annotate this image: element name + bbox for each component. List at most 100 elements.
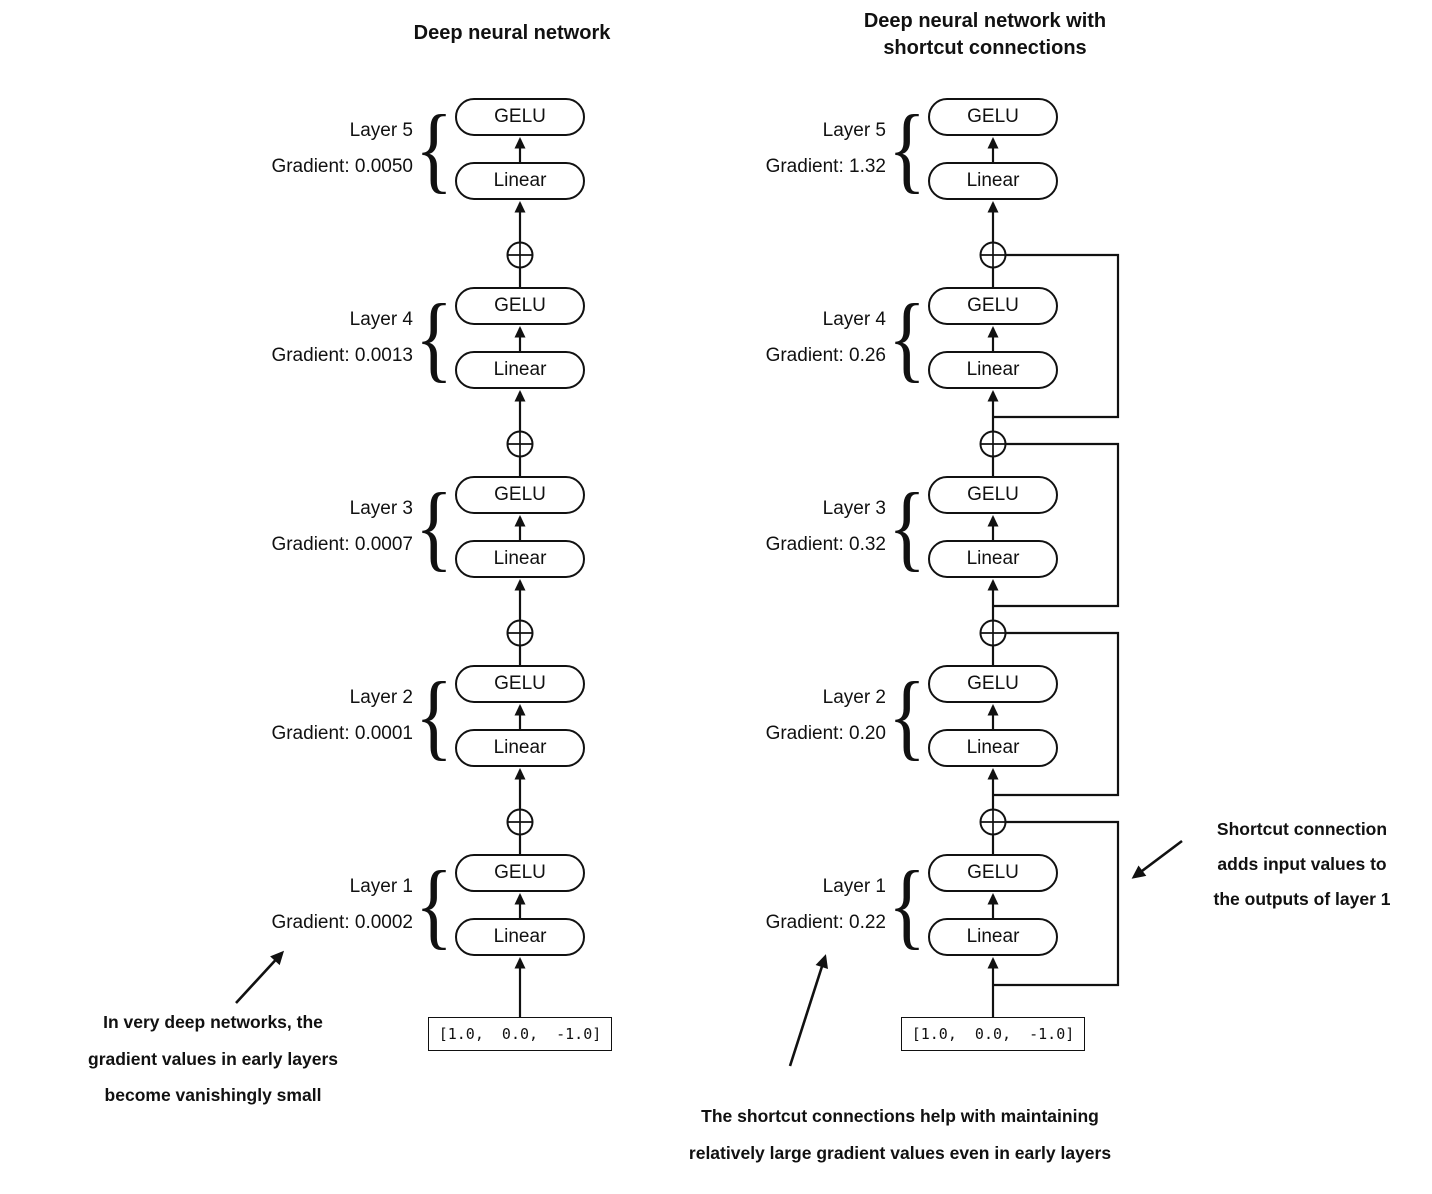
- gelu-box: GELU: [928, 98, 1058, 136]
- right-network-title-line2: shortcut connections: [883, 37, 1087, 59]
- layer-boxes: GELU Linear: [455, 665, 585, 767]
- gradient-label: Gradient: 0.32: [765, 534, 886, 555]
- note-line: relatively large gradient values even in…: [688, 1143, 1112, 1163]
- linear-box: Linear: [455, 729, 585, 767]
- layer-label: Layer 4 Gradient: 0.26: [706, 287, 886, 389]
- layer-boxes: GELU Linear: [928, 98, 1058, 200]
- add-node-icon: [506, 619, 534, 647]
- add-node-icon: [979, 619, 1007, 647]
- shortcut-wire-layer2: [993, 631, 1120, 797]
- layer-name-label: Layer 5: [822, 120, 886, 141]
- layer-boxes: GELU Linear: [455, 98, 585, 200]
- brace-icon: {: [888, 851, 926, 958]
- note-line: adds input values to: [1217, 854, 1387, 874]
- annotation-arrows: [235, 839, 1183, 1067]
- note-line: Shortcut connection: [1216, 819, 1388, 839]
- right-layer-3-group: Layer 3 Gradient: 0.32 { GELU Linear: [706, 476, 1058, 578]
- add-node-icon: [979, 241, 1007, 269]
- linear-box: Linear: [455, 351, 585, 389]
- gradient-label: Gradient: 1.32: [765, 156, 886, 177]
- layer-label: Layer 4 Gradient: 0.0013: [233, 287, 413, 389]
- note-line: the outputs of layer 1: [1213, 889, 1391, 909]
- layer-boxes: GELU Linear: [928, 476, 1058, 578]
- add-node-icon: [506, 430, 534, 458]
- brace-icon: {: [888, 95, 926, 202]
- layer-name-label: Layer 3: [349, 498, 413, 519]
- right-layer-2-group: Layer 2 Gradient: 0.20 { GELU Linear: [706, 665, 1058, 767]
- gelu-box: GELU: [455, 287, 585, 325]
- linear-box: Linear: [455, 918, 585, 956]
- layer-boxes: GELU Linear: [928, 287, 1058, 389]
- layer-name-label: Layer 4: [822, 309, 886, 330]
- layer-label: Layer 3 Gradient: 0.32: [706, 476, 886, 578]
- left-input-vector: [1.0, 0.0, -1.0]: [428, 1017, 612, 1051]
- add-nodes: [506, 241, 1007, 836]
- layer-label: Layer 3 Gradient: 0.0007: [233, 476, 413, 578]
- brace-icon: {: [888, 662, 926, 769]
- layer-label: Layer 1 Gradient: 0.22: [706, 854, 886, 956]
- left-layer-3-group: Layer 3 Gradient: 0.0007 { GELU Linear: [233, 476, 585, 578]
- right-network-title-line1: Deep neural network with: [863, 10, 1107, 32]
- linear-box: Linear: [928, 729, 1058, 767]
- linear-box: Linear: [928, 918, 1058, 956]
- gelu-box: GELU: [928, 287, 1058, 325]
- layer-label: Layer 1 Gradient: 0.0002: [233, 854, 413, 956]
- shortcut-connections: [993, 253, 1120, 987]
- layer-name-label: Layer 1: [822, 876, 886, 897]
- brace-icon: {: [888, 473, 926, 580]
- brace-icon: {: [415, 95, 453, 202]
- note-line: gradient values in early layers: [88, 1048, 338, 1069]
- gradient-label: Gradient: 0.26: [765, 345, 886, 366]
- gelu-box: GELU: [455, 665, 585, 703]
- gelu-box: GELU: [928, 854, 1058, 892]
- linear-box: Linear: [928, 351, 1058, 389]
- right-layer-5-group: Layer 5 Gradient: 1.32 { GELU Linear: [706, 98, 1058, 200]
- add-node-icon: [506, 808, 534, 836]
- right-layer-4-group: Layer 4 Gradient: 0.26 { GELU Linear: [706, 287, 1058, 389]
- shortcut-explainer-note: Shortcut connection adds input values to…: [1190, 812, 1414, 917]
- right-input-vector: [1.0, 0.0, -1.0]: [901, 1017, 1085, 1051]
- gelu-box: GELU: [455, 98, 585, 136]
- brace-icon: {: [888, 284, 926, 391]
- layer-name-label: Layer 4: [349, 309, 413, 330]
- right-layer-1-group: Layer 1 Gradient: 0.22 { GELU Linear: [706, 854, 1058, 956]
- layer-label: Layer 5 Gradient: 0.0050: [233, 98, 413, 200]
- gradient-label: Gradient: 0.22: [765, 912, 886, 933]
- layer-boxes: GELU Linear: [455, 854, 585, 956]
- gradient-label: Gradient: 0.0013: [271, 345, 413, 366]
- layer-label: Layer 5 Gradient: 1.32: [706, 98, 886, 200]
- linear-box: Linear: [928, 162, 1058, 200]
- note-arrow-side: [1131, 839, 1183, 879]
- brace-icon: {: [415, 662, 453, 769]
- shortcut-wire-layer1: [993, 820, 1120, 987]
- layer-name-label: Layer 2: [349, 687, 413, 708]
- left-layer-2-group: Layer 2 Gradient: 0.0001 { GELU Linear: [233, 665, 585, 767]
- brace-icon: {: [415, 284, 453, 391]
- note-arrow-bottom: [788, 954, 828, 1067]
- note-line: become vanishingly small: [104, 1085, 322, 1105]
- gradient-label: Gradient: 0.0001: [271, 723, 413, 744]
- layer-boxes: GELU Linear: [455, 287, 585, 389]
- left-layer-5-group: Layer 5 Gradient: 0.0050 { GELU Linear: [233, 98, 585, 200]
- layer-name-label: Layer 1: [349, 876, 413, 897]
- gelu-box: GELU: [455, 476, 585, 514]
- layer-name-label: Layer 5: [349, 120, 413, 141]
- linear-box: Linear: [455, 162, 585, 200]
- brace-icon: {: [415, 473, 453, 580]
- vanishing-gradient-note: In very deep networks, the gradient valu…: [53, 1004, 373, 1114]
- left-layer-4-group: Layer 4 Gradient: 0.0013 { GELU Linear: [233, 287, 585, 389]
- add-node-icon: [506, 241, 534, 269]
- gelu-box: GELU: [928, 476, 1058, 514]
- linear-box: Linear: [928, 540, 1058, 578]
- gradient-label: Gradient: 0.0007: [271, 534, 413, 555]
- layer-name-label: Layer 3: [822, 498, 886, 519]
- add-node-icon: [979, 430, 1007, 458]
- layer-boxes: GELU Linear: [928, 665, 1058, 767]
- note-line: The shortcut connections help with maint…: [701, 1106, 1099, 1126]
- left-network-title: Deep neural network: [413, 22, 611, 44]
- brace-icon: {: [415, 851, 453, 958]
- shortcut-benefit-note: The shortcut connections help with maint…: [640, 1098, 1160, 1172]
- note-line: In very deep networks, the: [103, 1012, 323, 1032]
